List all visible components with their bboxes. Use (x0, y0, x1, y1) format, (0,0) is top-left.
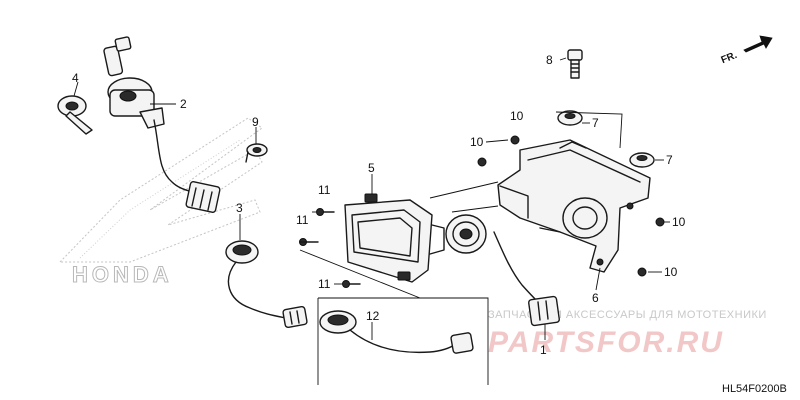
inset-box (317, 297, 489, 385)
front-direction-indicator: FR. (720, 35, 773, 66)
callout-10-c[interactable]: 10 (672, 215, 686, 229)
front-arrow-icon (743, 35, 773, 53)
callout-6[interactable]: 6 (592, 291, 599, 305)
part-lens-ring[interactable] (445, 214, 487, 254)
part-socket-harness[interactable] (225, 240, 308, 328)
honda-wing-logo: HONDA (58, 117, 263, 288)
callout-9[interactable]: 9 (252, 115, 259, 129)
callout-1[interactable]: 1 (540, 343, 547, 357)
part-grommets[interactable] (557, 110, 655, 168)
part-bolt[interactable] (567, 49, 583, 79)
callout-11-b[interactable]: 11 (296, 213, 309, 227)
callout-7-upper[interactable]: 7 (592, 116, 599, 130)
part-clip[interactable] (245, 143, 268, 163)
callout-4[interactable]: 4 (72, 71, 79, 85)
callout-11-a[interactable]: 11 (318, 183, 331, 197)
callout-5[interactable]: 5 (368, 161, 375, 175)
part-callouts: 4 2 9 3 5 1 6 7 7 8 10 10 10 10 11 11 11… (72, 53, 686, 357)
callout-11-c[interactable]: 11 (318, 277, 331, 291)
callout-7-lower[interactable]: 7 (666, 153, 673, 167)
callout-8[interactable]: 8 (546, 53, 553, 67)
part-meter-housing[interactable] (344, 193, 445, 283)
callout-2[interactable]: 2 (180, 97, 187, 111)
callout-3[interactable]: 3 (236, 201, 243, 215)
callout-10-d[interactable]: 10 (664, 265, 678, 279)
callout-10-b[interactable]: 10 (470, 135, 484, 149)
callout-12[interactable]: 12 (366, 309, 380, 323)
watermark: ЗАПЧАСТИ И АКСЕССУАРЫ ДЛЯ МОТОТЕХНИКИ PA… (488, 309, 766, 359)
honda-brand-text: HONDA (72, 262, 173, 287)
callout-10-a[interactable]: 10 (510, 109, 524, 123)
diagram-code: HL54F0200B (722, 383, 787, 395)
part-ignition-switch[interactable] (103, 36, 221, 213)
front-label: FR. (720, 50, 739, 66)
part-key-cover[interactable] (57, 95, 93, 135)
part-screws[interactable] (299, 135, 665, 288)
watermark-site: PARTSFOR.RU (488, 326, 724, 359)
leader-lines (73, 57, 670, 340)
part-unit-harness[interactable] (493, 231, 560, 327)
part-mounting-bracket[interactable] (497, 139, 651, 273)
